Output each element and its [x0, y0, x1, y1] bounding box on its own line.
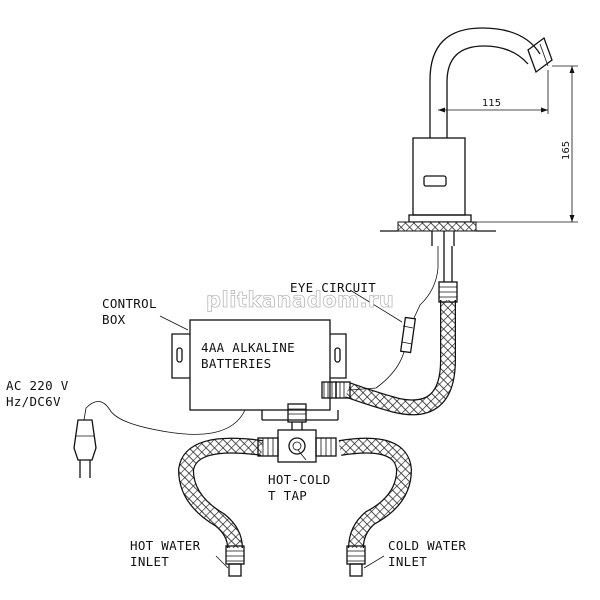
- faucet-spout: [429, 27, 553, 138]
- control-box: [171, 319, 347, 411]
- power-cable: [83, 401, 246, 435]
- power-plug: [73, 419, 97, 478]
- control-box-label-line2: BOX: [102, 312, 126, 327]
- hot-water-inlet-label-line2: INLET: [130, 554, 169, 569]
- hot-inlet-fitting: [225, 545, 245, 577]
- faucet-body: [380, 137, 496, 246]
- t-tap-label-line2: T TAP: [268, 488, 307, 503]
- dimension-115: 115: [438, 70, 549, 114]
- eye-circuit-label: EYE CIRCUIT: [290, 280, 376, 295]
- control-box-label-line1: CONTROL: [102, 296, 157, 311]
- power-label-line1: AC 220 V: [6, 378, 69, 393]
- hot-water-inlet-label-line1: HOT WATER: [130, 538, 201, 553]
- dimension-115-text: 115: [482, 98, 501, 109]
- batteries-label-line1: 4AA ALKALINE: [201, 340, 295, 355]
- faucet-hose-connector: [438, 246, 458, 303]
- batteries-label-line2: BATTERIES: [201, 356, 271, 371]
- cold-inlet-fitting: [346, 545, 366, 577]
- leader-lines: [159, 289, 403, 569]
- dimension-165-text: 165: [561, 141, 572, 160]
- cold-water-inlet-label-line1: COLD WATER: [388, 538, 466, 553]
- watermark: plitkanadom.ru: [206, 288, 394, 312]
- hose-faucet-to-tap: [345, 300, 456, 416]
- hose-cold-water: [338, 437, 413, 549]
- eye-circuit-wire: [349, 246, 439, 391]
- t-tap-label-line1: HOT-COLD: [268, 472, 331, 487]
- cold-water-inlet-label-line2: INLET: [388, 554, 427, 569]
- hose-hot-water: [177, 437, 264, 549]
- dimension-165: 165: [476, 65, 578, 223]
- power-label-line2: Hz/DC6V: [6, 394, 61, 409]
- hot-cold-t-tap: [257, 403, 339, 463]
